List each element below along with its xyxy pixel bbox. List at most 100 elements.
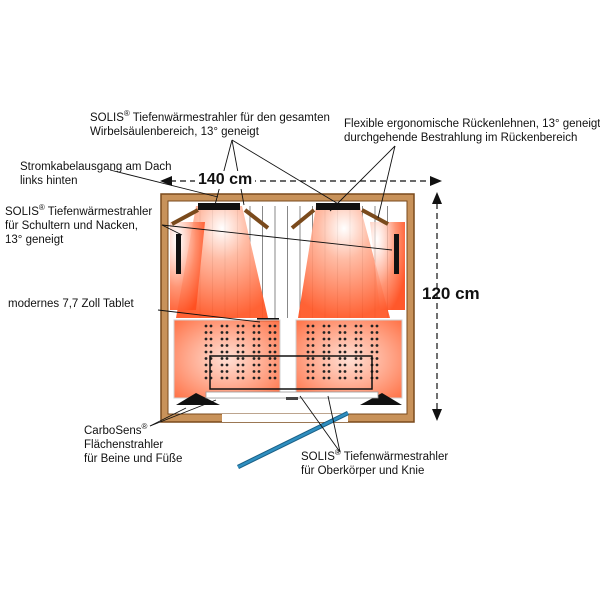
bench-dot	[327, 350, 331, 354]
bench-dot	[225, 337, 229, 341]
bench-dot	[311, 324, 315, 328]
label-solis-upper-body: SOLIS® Tiefenwärmestrahler für Oberkörpe…	[301, 448, 449, 477]
bench-dot	[343, 376, 347, 380]
bench-dot	[225, 376, 229, 380]
bench-dot	[236, 324, 240, 328]
bench-dot	[220, 376, 224, 380]
bench-dot	[268, 357, 272, 360]
bench-dot	[204, 376, 208, 380]
bench-dot	[306, 350, 310, 354]
bench-dot	[306, 376, 310, 380]
upper-body-heater-outline	[209, 355, 373, 390]
bench-dot	[268, 331, 272, 334]
label-solis-spine: SOLIS® Tiefenwärmestrahler für den gesam…	[90, 109, 330, 138]
bench-dot	[311, 350, 315, 354]
bench-dot	[343, 344, 347, 347]
bench-dot	[225, 370, 229, 373]
bench-dot	[354, 357, 358, 360]
carbosens-heater-right	[360, 393, 402, 405]
door-opening	[222, 414, 348, 422]
bench-dot	[338, 363, 342, 367]
bench-dot	[236, 344, 240, 347]
bench-dot	[241, 350, 245, 354]
bench-dot	[225, 331, 229, 334]
bench-dot	[359, 324, 363, 328]
bench-dot	[322, 376, 326, 380]
bench-dot	[220, 370, 224, 373]
spine-heater-left	[198, 203, 240, 210]
bench-dot	[257, 363, 261, 367]
bench-dot	[370, 337, 374, 341]
bench-dot	[375, 324, 379, 328]
bench-dot	[322, 337, 326, 341]
bench-dot	[268, 370, 272, 373]
bench-dot	[306, 337, 310, 341]
bench-dot	[375, 337, 379, 341]
label-tablet: modernes 7,7 Zoll Tablet	[8, 298, 134, 310]
bench-dot	[257, 331, 261, 334]
bench-dot	[354, 324, 358, 328]
bench-dot	[209, 350, 213, 354]
bench-dot	[327, 363, 331, 367]
bench-dot-pattern	[204, 324, 379, 380]
bench-dot	[359, 376, 363, 380]
height-dimension-label: 120 cm	[422, 284, 480, 303]
label-solis-shoulder: SOLIS® Tiefenwärmestrahler für Schultern…	[5, 203, 153, 246]
bench-dot	[257, 337, 261, 341]
bench-dot	[220, 363, 224, 367]
bench-dot	[354, 370, 358, 373]
bench-dot	[252, 363, 256, 367]
bench-dot	[306, 331, 310, 334]
bench-dot	[252, 370, 256, 373]
bench-dot	[220, 337, 224, 341]
height-arrow-top	[432, 192, 442, 204]
width-arrow-right	[430, 176, 442, 186]
bench-dot	[204, 337, 208, 341]
bench-dot	[306, 324, 310, 328]
bench-dot	[338, 350, 342, 354]
floor-heater-lamp	[286, 397, 298, 400]
bench-dot	[306, 370, 310, 373]
bench-dot	[311, 363, 315, 367]
label-cable-exit: Stromkabelausgang am Dach links hinten	[20, 161, 172, 187]
bench-dot	[241, 357, 245, 360]
bench-dot	[209, 344, 213, 347]
bench-dot	[338, 337, 342, 341]
bench-dot	[252, 324, 256, 328]
bench-dot	[311, 357, 315, 360]
label-carbosens: CarboSens® Flächenstrahler für Beine und…	[84, 422, 183, 465]
bench-dot	[354, 376, 358, 380]
bench-dot	[359, 344, 363, 347]
bench-dot	[257, 324, 261, 328]
bench-dot	[375, 376, 379, 380]
bench-dot	[225, 350, 229, 354]
bench-dot	[359, 363, 363, 367]
bench-dot	[370, 344, 374, 347]
bench-dot	[241, 376, 245, 380]
bench-dot	[252, 331, 256, 334]
bench-dot	[241, 344, 245, 347]
bench-dot	[354, 331, 358, 334]
bench-dot	[322, 370, 326, 373]
bench-dot	[327, 370, 331, 373]
bench-dot	[338, 376, 342, 380]
bench-dot	[268, 376, 272, 380]
label-backrest: Flexible ergonomische Rückenlehnen, 13° …	[344, 118, 600, 144]
bench-dot	[343, 331, 347, 334]
glass-door-highlight	[237, 411, 349, 469]
bench-dot	[273, 350, 277, 354]
side-panel-right	[394, 234, 399, 274]
bench-dot	[209, 337, 213, 341]
bench-dot	[257, 376, 261, 380]
bench-dot	[241, 337, 245, 341]
bench-dot	[268, 344, 272, 347]
bench-dot	[204, 370, 208, 373]
spine-heat-cone-right	[298, 206, 390, 318]
bench-dot	[241, 331, 245, 334]
bench-dot	[236, 331, 240, 334]
bench-dot	[204, 357, 208, 360]
bench-dot	[225, 363, 229, 367]
bench-dot	[220, 344, 224, 347]
